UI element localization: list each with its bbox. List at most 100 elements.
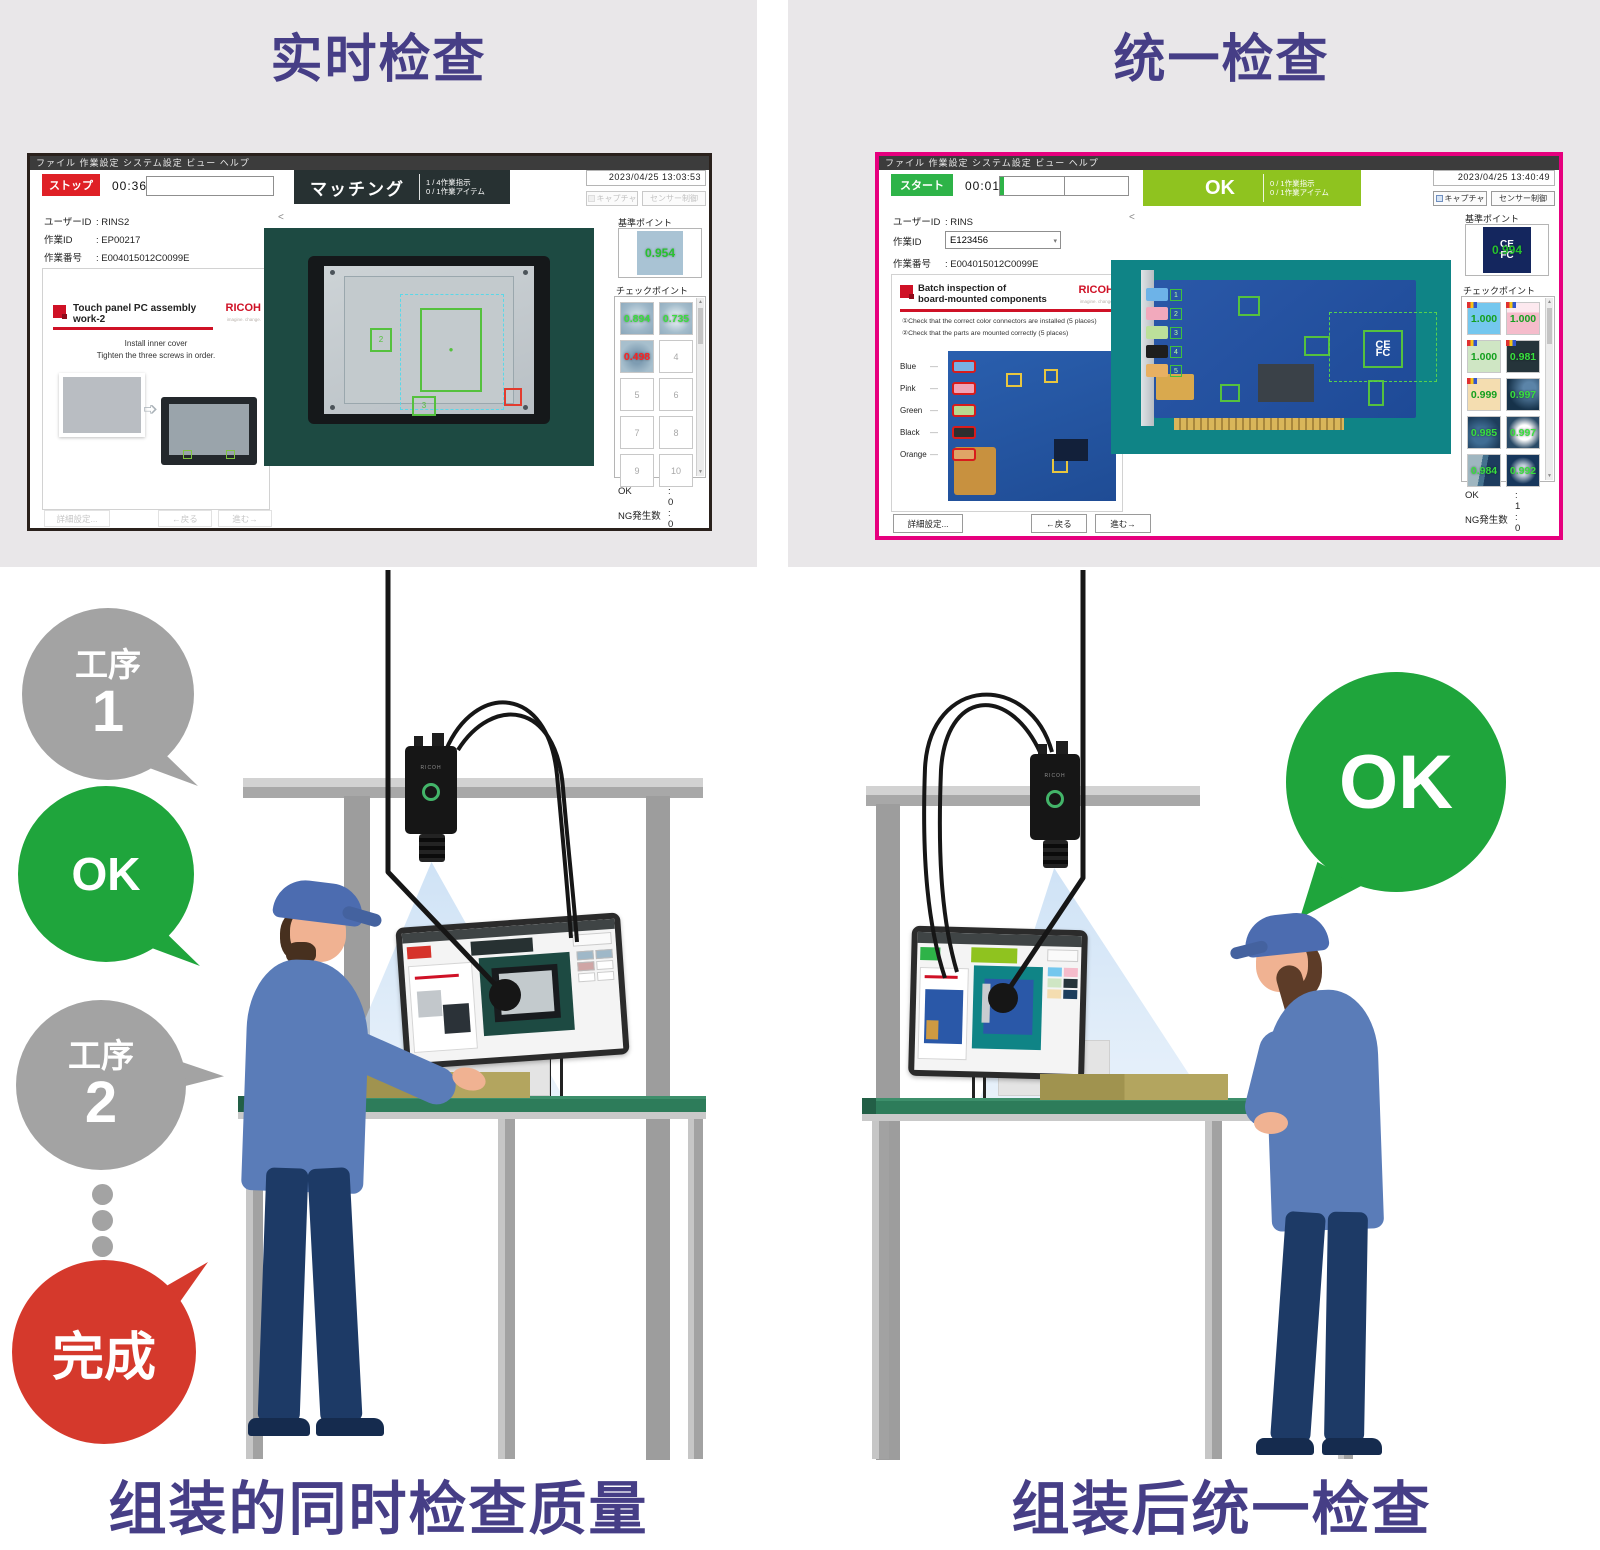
worker-hand — [449, 1063, 489, 1095]
reference-dashed-box — [1329, 312, 1437, 382]
camera-power-ring — [422, 782, 440, 801]
ng-box — [504, 388, 522, 406]
after-photo — [161, 397, 257, 465]
check-instruction-2: ②Check that the parts are mounted correc… — [902, 330, 1069, 337]
capture-button[interactable]: キャプチャ — [586, 191, 638, 206]
checkpoint-box-3: 3 — [412, 396, 436, 416]
datetime: 2023/04/25 13:40:49 — [1433, 170, 1555, 186]
camera-lens — [1043, 840, 1068, 868]
connector-chip — [952, 447, 976, 461]
checkpoint-cell[interactable]: 1.000 — [1506, 302, 1540, 335]
done-bubble: 完成 — [12, 1260, 196, 1444]
checkpoint-cell[interactable]: 0.997 — [1506, 378, 1540, 411]
jack: 4 — [1146, 345, 1182, 358]
back-button[interactable]: ←戻る — [1031, 514, 1087, 533]
sensor-control-button[interactable]: センサー制御 — [1491, 191, 1555, 206]
checkpoint-cell[interactable]: 0.985 — [1467, 416, 1501, 449]
checkpoint-cell[interactable]: 6 — [659, 378, 693, 411]
table-leg — [498, 1119, 515, 1459]
work-instruction-count: 1 / 4作業指示 — [426, 178, 471, 187]
checkpoint-score: 0.981 — [1509, 350, 1537, 363]
device-photo: ● 2 3 — [308, 256, 550, 424]
status-input[interactable] — [146, 176, 274, 196]
next-button[interactable]: 進む→ — [218, 510, 272, 527]
gantry-post — [646, 796, 670, 1460]
stop-button[interactable]: ストップ — [42, 174, 100, 196]
checkpoint-cell[interactable]: 0.992 — [1506, 454, 1540, 487]
checkpoint-grid[interactable]: ▲▼ 0.894 0.735 0.498 4 5 — [614, 296, 706, 487]
checkpoint-cell[interactable]: 10 — [659, 454, 693, 487]
detail-settings-button[interactable]: 詳細設定... — [44, 510, 110, 527]
menu-bar[interactable]: ファイル 作業設定 システム設定 ビュー ヘルプ — [30, 156, 709, 170]
checkpoint-cell[interactable]: 0.984 — [1467, 454, 1501, 487]
reference-thumbnail: CE FC 0.994 — [1465, 224, 1549, 276]
chip — [1258, 364, 1314, 402]
scrollbar[interactable]: ▲▼ — [696, 298, 704, 476]
left-title: 实时检查 — [270, 31, 487, 89]
dropdown-caret-icon: ▾ — [1053, 238, 1057, 245]
start-button[interactable]: スタート — [891, 174, 953, 196]
document-icon — [900, 285, 914, 299]
work-item-count: 0 / 1作業アイテム — [1270, 188, 1329, 197]
reference-score: 0.954 — [644, 246, 676, 260]
checkpoint-cell[interactable]: 0.894 — [620, 302, 654, 335]
detail-settings-button[interactable]: 詳細設定... — [893, 514, 963, 533]
collapse-chevron[interactable]: < — [1129, 212, 1135, 223]
work-id-dropdown[interactable]: E123456 ▾ — [945, 231, 1061, 249]
checkpoint-cell[interactable]: 7 — [620, 416, 654, 449]
jack: 2 — [1146, 307, 1182, 320]
checkpoint-cell[interactable]: 0.997 — [1506, 416, 1540, 449]
next-button[interactable]: 進む→ — [1095, 514, 1151, 533]
camera-lens — [419, 834, 445, 862]
sensor-control-button[interactable]: センサー制御 — [642, 191, 706, 206]
card-rule — [900, 309, 1116, 312]
jack-body — [1146, 307, 1168, 320]
back-button[interactable]: ←戻る — [158, 510, 212, 527]
jack-number: 4 — [1170, 345, 1182, 358]
vga-connector — [1156, 374, 1194, 400]
ng-count-row: NG発生数: 0 — [1465, 512, 1521, 534]
checkpoint-cell[interactable]: 0.999 — [1467, 378, 1501, 411]
collapse-chevron[interactable]: < — [278, 212, 284, 223]
worker-shoe — [248, 1418, 310, 1436]
ng-count-row: NG発生数: 0 — [618, 508, 674, 530]
right-caption: 组装后统一检查 — [1011, 1477, 1432, 1542]
checkpoint-cell[interactable]: 0.981 — [1506, 340, 1540, 373]
checkpoint-cell[interactable]: 1.000 — [1467, 302, 1501, 335]
checkpoint-score: 8 — [673, 427, 679, 438]
work-number-value: : E004015012C0099E — [945, 259, 1039, 270]
checkpoint-score: 7 — [634, 427, 640, 438]
checkpoint-cell[interactable]: 1.000 — [1467, 340, 1501, 373]
right-title: 统一检查 — [1113, 31, 1330, 89]
reference-score: 0.994 — [1491, 242, 1523, 257]
work-instruction-count: 0 / 1作業指示 — [1270, 179, 1315, 188]
jack: 1 — [1146, 288, 1182, 301]
checkpoint-score: 0.894 — [623, 312, 651, 325]
ok-bubble-left: OK — [18, 786, 194, 962]
checkpoint-cell[interactable]: 0.735 — [659, 302, 693, 335]
checkpoint-score: 0.997 — [1509, 426, 1537, 439]
work-number-label: 作業番号 — [893, 259, 932, 270]
result-banner-label: OK — [1205, 176, 1235, 199]
checkpoint-cell[interactable]: 4 — [659, 340, 693, 373]
check-instruction-1: ①Check that the correct color connectors… — [902, 318, 1097, 325]
checkpoint-cell[interactable]: 8 — [659, 416, 693, 449]
connector-row: Blue — — [900, 355, 1020, 377]
capture-button[interactable]: キャプチャ — [1433, 191, 1487, 206]
work-id-value: E123456 — [950, 235, 989, 246]
checkpoint-cell[interactable]: 5 — [620, 378, 654, 411]
table-leg — [872, 1121, 889, 1459]
checkpoint-cell[interactable]: 0.498 — [620, 340, 654, 373]
ellipsis-dot — [92, 1210, 113, 1231]
scrollbar[interactable]: ▲▼ — [1545, 298, 1553, 480]
live-camera-view: ● 2 3 — [264, 228, 594, 466]
checkpoint-score: 1.000 — [1470, 312, 1498, 325]
work-id-label: 作業ID — [893, 237, 922, 248]
checkpoint-cell[interactable]: 9 — [620, 454, 654, 487]
checkpoint-grid[interactable]: ▲▼ 1.000 1.000 1.000 0.981 0.999 — [1461, 296, 1555, 487]
menu-bar[interactable]: ファイル 作業設定 システム設定 ビュー ヘルプ — [879, 156, 1559, 170]
checkpoint-score: 9 — [634, 465, 640, 476]
